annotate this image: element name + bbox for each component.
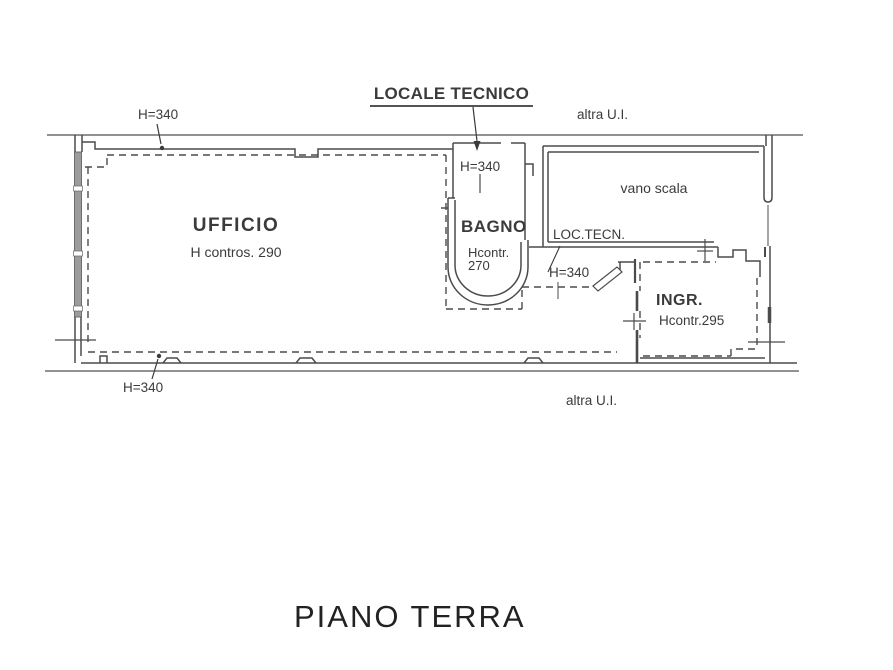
left-curtain-wall [73, 151, 83, 318]
leader-lines [151, 105, 561, 380]
leader-loc-tecn [547, 245, 561, 273]
arrowhead-locale-tecnico [473, 141, 481, 151]
ingresso-height-note: Hcontr.295 [659, 313, 725, 328]
ufficio-height-note: H contros. 290 [190, 244, 282, 260]
h340-top-left-label: H=340 [138, 107, 179, 122]
dimension-marks [55, 239, 785, 343]
altra-ui-top-label: altra U.I. [577, 107, 629, 122]
h340-bottom-left-label: H=340 [123, 380, 164, 395]
vano-scala-room-label: vano scala [620, 180, 688, 196]
arrow-dot-bottom-left [156, 353, 162, 359]
page-title: PIANO TERRA [294, 599, 526, 634]
bagno-height-note-line1: Hcontr. [468, 245, 510, 260]
h340-locale-tecnico-label: H=340 [460, 159, 501, 174]
walls [74, 135, 797, 364]
lot-lines [45, 134, 803, 372]
h340-middle-label: H=340 [549, 265, 590, 280]
locale-tecnico-title: LOCALE TECNICO [373, 84, 530, 103]
dashed-ceiling-lines [85, 154, 758, 357]
altra-ui-bottom-label: altra U.I. [566, 393, 618, 408]
bagno-height-note-line2: 270 [468, 258, 490, 273]
bagno-room-label: BAGNO [461, 217, 527, 236]
arrow-dot-top-left [159, 145, 165, 151]
loc-tecn-label: LOC.TECN. [553, 227, 626, 242]
ingresso-room-label: INGR. [656, 292, 703, 309]
ufficio-room-label: UFFICIO [192, 215, 280, 236]
door-leaf [592, 266, 623, 292]
